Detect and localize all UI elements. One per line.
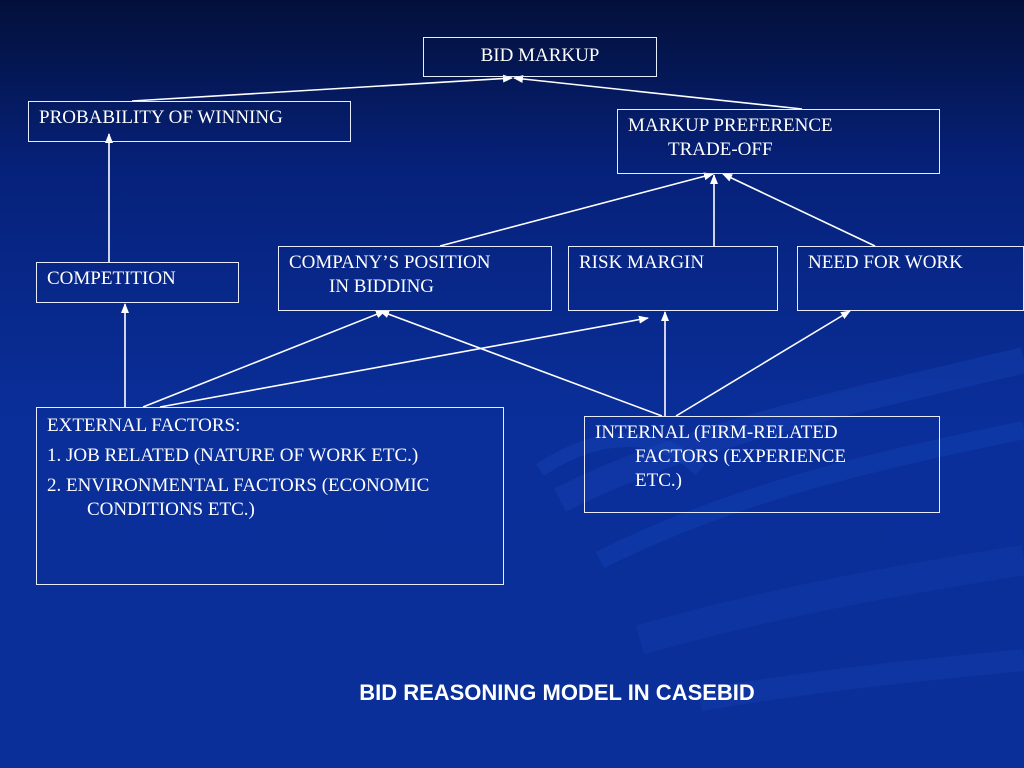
node-company-position: COMPANY’S POSITION IN BIDDING (278, 246, 552, 311)
edge-internal-to-company-position (379, 310, 663, 417)
node-competition: COMPETITION (36, 262, 239, 303)
node-risk-margin: RISK MARGIN (568, 246, 778, 311)
edge-internal-to-need-for-work (675, 310, 851, 417)
node-need-for-work: NEED FOR WORK (797, 246, 1024, 311)
node-probability-of-winning-label: PROBABILITY OF WINNING (39, 107, 283, 128)
edge-external-to-company-position (142, 310, 386, 408)
node-external-factors-item-2: 2. ENVIRONMENTAL FACTORS (ECONOMIC CONDI… (47, 475, 430, 520)
node-company-position-line-1: COMPANY’S POSITION (289, 252, 491, 273)
node-markup-preference-line-2: TRADE-OFF (668, 139, 773, 160)
node-risk-margin-label: RISK MARGIN (579, 252, 705, 273)
node-bid-markup-label: BID MARKUP (480, 45, 600, 66)
node-external-factors-title: EXTERNAL FACTORS: (47, 415, 241, 436)
node-external-factors-item-1: 1. JOB RELATED (NATURE OF WORK ETC.) (47, 445, 419, 466)
edge-external-to-risk-margin (159, 315, 649, 408)
edge-markup-preference-to-bid-markup (513, 74, 803, 110)
node-bid-markup: BID MARKUP (423, 37, 657, 77)
edge-need-for-work-to-markup-preference (722, 173, 876, 247)
node-company-position-line-2: IN BIDDING (329, 276, 435, 297)
node-internal-factors: INTERNAL (FIRM-RELATED FACTORS (EXPERIEN… (584, 416, 940, 513)
node-external-factors: EXTERNAL FACTORS: 1. JOB RELATED (NATURE… (36, 407, 504, 585)
node-probability-of-winning: PROBABILITY OF WINNING (28, 101, 351, 142)
node-markup-preference: MARKUP PREFERENCE TRADE-OFF (617, 109, 940, 174)
node-internal-factors-label: INTERNAL (FIRM-RELATED FACTORS (EXPERIEN… (595, 422, 846, 491)
edge-company-position-to-markup-preference (439, 172, 714, 247)
edge-probability-to-bid-markup (131, 74, 513, 102)
node-markup-preference-line-1: MARKUP PREFERENCE (628, 115, 833, 136)
node-competition-label: COMPETITION (47, 268, 176, 289)
diagram-caption: BID REASONING MODEL IN CASEBID (359, 680, 755, 705)
node-need-for-work-label: NEED FOR WORK (808, 252, 963, 273)
